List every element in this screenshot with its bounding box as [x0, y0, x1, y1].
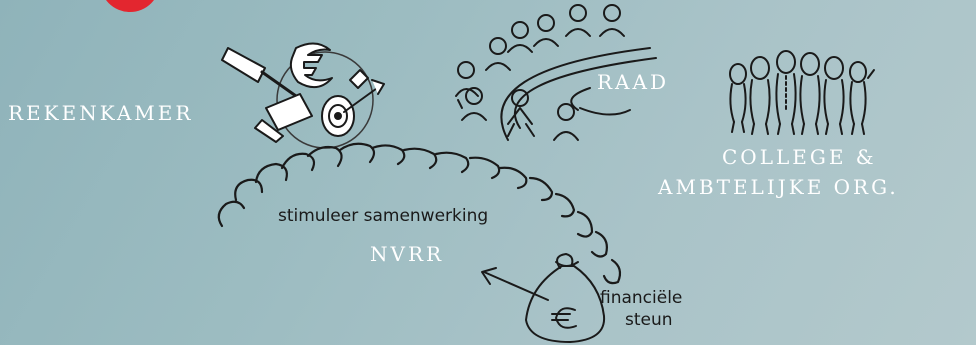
- financiele-label-line2: steun: [625, 310, 673, 330]
- nvrr-label: NVRR: [370, 242, 445, 266]
- samenwerking-label: stimuleer samenwerking: [278, 206, 489, 226]
- financiele-label-line1: financiële: [600, 288, 683, 308]
- college-label-line2: AMBTELIJKE ORG.: [658, 175, 899, 199]
- raad-label: RAAD: [597, 70, 669, 94]
- college-label-line1: COLLEGE &: [722, 145, 877, 169]
- rekenkamer-label: REKENKAMER: [8, 101, 194, 125]
- chain-icon: [217, 142, 622, 285]
- group-people-icon: [729, 50, 875, 135]
- red-badge-icon: [106, 0, 154, 12]
- gavel-euro-target-icon: [221, 42, 385, 149]
- council-meeting-icon: [455, 4, 657, 141]
- money-bag-icon: [481, 253, 606, 343]
